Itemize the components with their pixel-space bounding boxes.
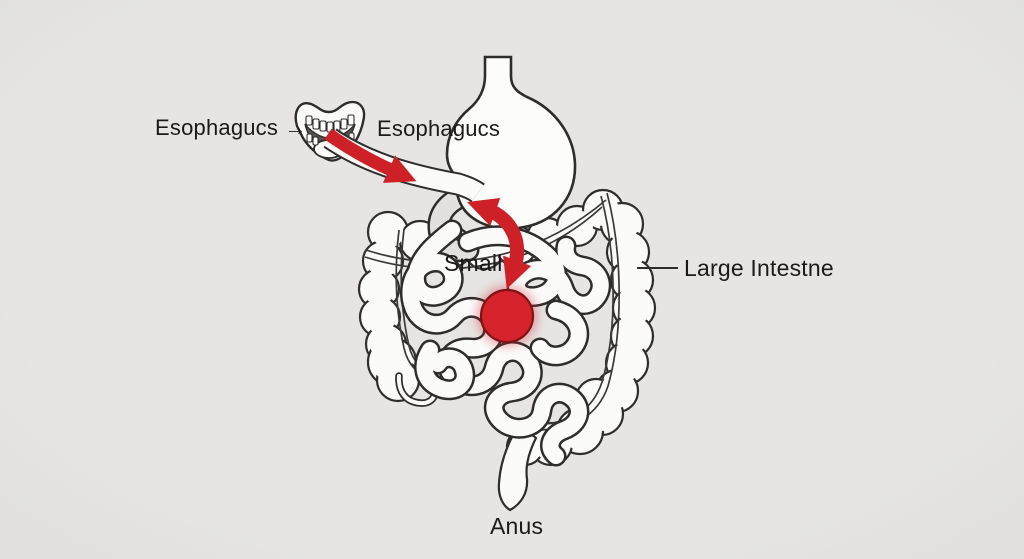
small-intestine-drawing bbox=[400, 219, 612, 467]
stomach-drawing bbox=[445, 55, 577, 230]
flow-arrow-esophagus bbox=[324, 128, 417, 183]
anus-label: Anus bbox=[490, 513, 544, 539]
large-intestine-label: Large Intestne bbox=[684, 255, 834, 281]
small-intestine-label: Small bbox=[444, 250, 503, 276]
esophagus-right-label: Esophagucs bbox=[377, 116, 501, 141]
rectum-drawing bbox=[497, 431, 538, 512]
appendix-drawing bbox=[395, 372, 439, 407]
blockage-marker bbox=[476, 285, 538, 347]
flow-arrow-stomach-to-intestine bbox=[467, 197, 532, 289]
esophagus-left-label: Esophagucs → bbox=[155, 115, 307, 140]
